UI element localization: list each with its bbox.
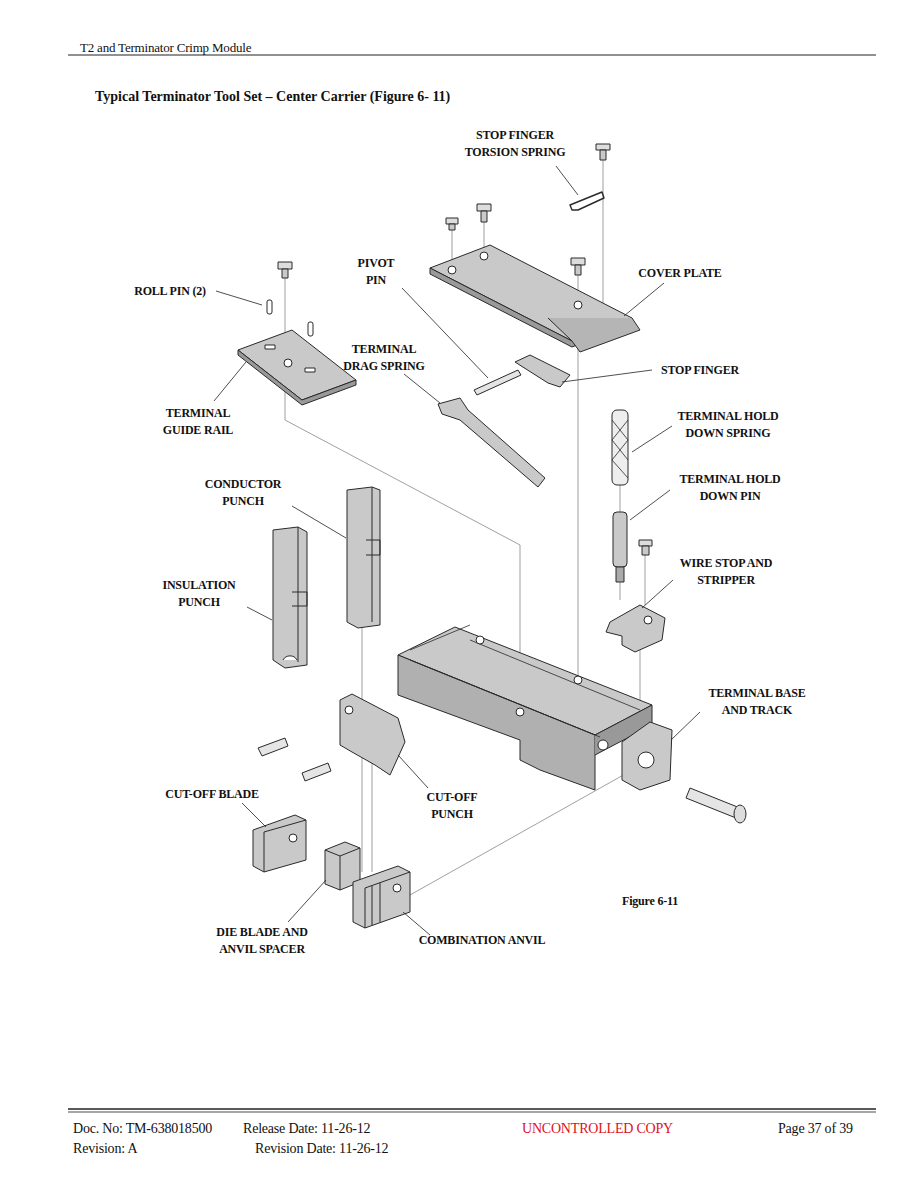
revision-date: Revision Date: 11-26-12 <box>255 1140 388 1157</box>
part-label: COMBINATION ANVIL <box>419 932 546 949</box>
part-label: TERMINAL HOLD DOWN SPRING <box>673 408 783 442</box>
pivot-pin <box>474 370 521 395</box>
figure-title: Typical Terminator Tool Set – Center Car… <box>95 89 450 105</box>
screw <box>258 738 288 756</box>
screw <box>302 763 331 781</box>
part-label: WIRE STOP AND STRIPPER <box>674 555 778 589</box>
footer-rule <box>68 1112 876 1113</box>
part-label: CONDUCTOR PUNCH <box>198 476 288 510</box>
stop-finger <box>515 355 570 387</box>
insulation-punch <box>273 527 307 668</box>
part-label: ROLL PIN (2) <box>134 283 206 300</box>
end-block <box>622 722 672 790</box>
part-label: INSULATION PUNCH <box>154 577 244 611</box>
part-label: STOP FINGER TORSION SPRING <box>458 127 573 161</box>
cut-off-punch <box>340 694 405 775</box>
leader-lines <box>214 166 700 935</box>
part-label: CUT-OFF PUNCH <box>417 789 487 823</box>
cut-off-blade <box>253 815 306 872</box>
part-label: DIE BLADE AND ANVIL SPACER <box>207 924 317 958</box>
part-label: STOP FINGER <box>661 362 739 379</box>
part-label: TERMINAL HOLD DOWN PIN <box>673 471 788 505</box>
copy-status: UNCONTROLLED COPY <box>522 1120 673 1137</box>
terminal-base <box>398 625 652 790</box>
torsion-spring <box>570 192 604 210</box>
conductor-punch <box>347 487 380 628</box>
part-label: TERMINAL BASE AND TRACK <box>702 685 812 719</box>
roll-pin <box>267 300 272 314</box>
hold-down-pin <box>613 512 627 567</box>
revision: Revision: A <box>73 1140 137 1157</box>
page-header: T2 and Terminator Crimp Module <box>80 39 251 56</box>
wire-stop <box>606 605 665 652</box>
part-label: TERMINAL DRAG SPRING <box>337 341 432 375</box>
hold-down-spring <box>612 410 628 485</box>
doc-number: Doc. No: TM-638018500 <box>73 1120 212 1137</box>
part-label: CUT-OFF BLADE <box>165 786 259 803</box>
part-label: PIVOT PIN <box>351 255 401 289</box>
screw <box>278 144 652 555</box>
figure-number: Figure 6-11 <box>622 893 678 910</box>
footer-rule <box>68 1108 876 1110</box>
assembly-lines <box>285 160 650 895</box>
combination-anvil <box>353 866 410 928</box>
part-label: TERMINAL GUIDE RAIL <box>156 405 241 439</box>
release-date: Release Date: 11-26-12 <box>243 1120 370 1137</box>
page-number: Page 37 of 39 <box>778 1120 853 1137</box>
screw <box>686 788 740 818</box>
drag-spring <box>438 398 545 487</box>
roll-pin <box>308 322 313 336</box>
parts <box>238 144 746 928</box>
part-label: COVER PLATE <box>638 265 721 282</box>
